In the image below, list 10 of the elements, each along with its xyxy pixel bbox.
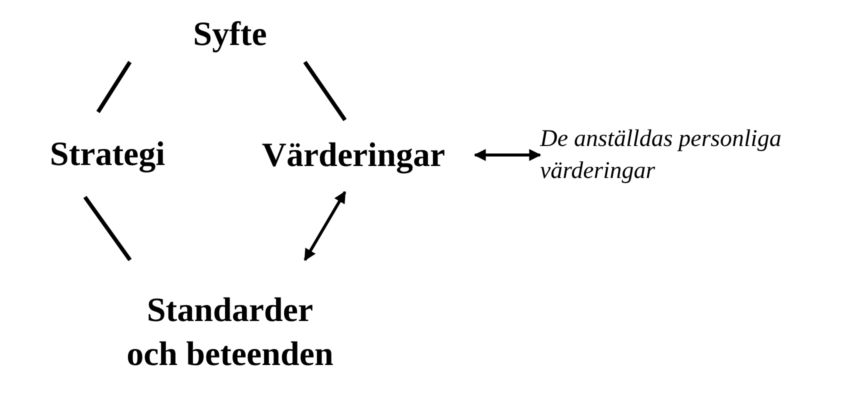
connector-line [83, 196, 132, 262]
node-label: Syfte [193, 15, 267, 55]
double-arrow [474, 149, 542, 161]
node-label: Standarder och beteenden [126, 290, 334, 374]
node-label: Värderingar [262, 136, 446, 176]
note-text: De anställdas personliga värderingar [540, 125, 782, 186]
connector-line [303, 60, 347, 122]
double-arrow [304, 190, 346, 262]
connector-line [96, 60, 132, 114]
node-label: Strategi [50, 134, 166, 174]
